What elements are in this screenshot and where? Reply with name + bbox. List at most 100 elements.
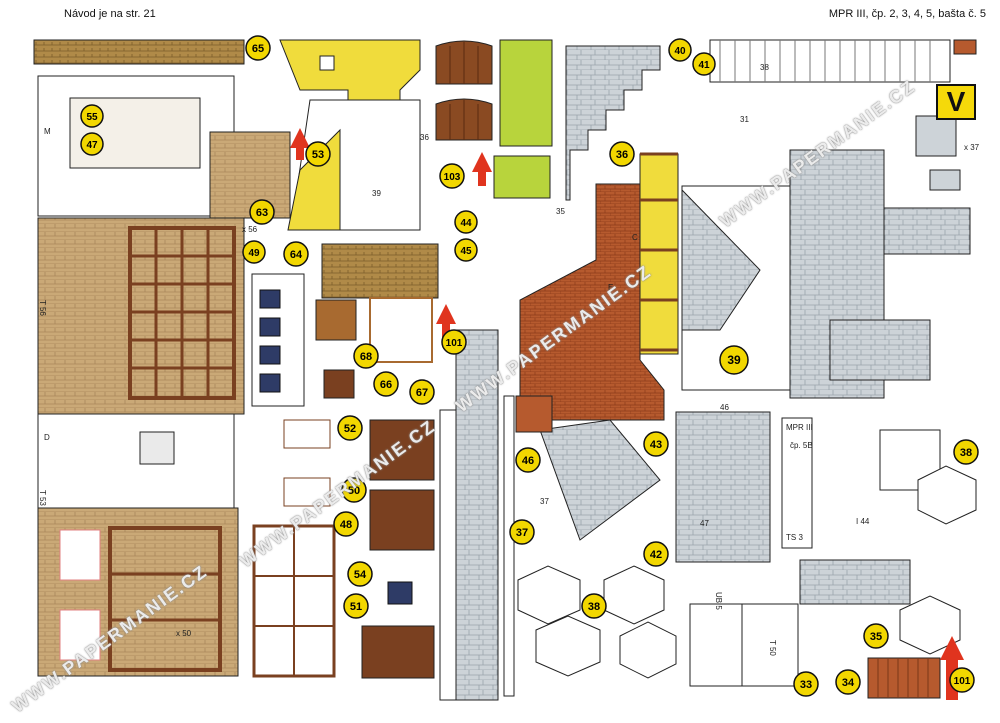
badge-36: 36 <box>609 141 635 167</box>
badge-48-label: 48 <box>340 519 352 531</box>
green-panels <box>493 39 553 199</box>
badge-41: 41 <box>692 52 716 76</box>
stone-wall-central <box>675 411 941 605</box>
badge-45: 45 <box>454 238 478 262</box>
label-ub5: UB 5 <box>714 592 723 610</box>
badge-103-label: 103 <box>444 172 461 183</box>
brick-tower <box>519 152 791 421</box>
badge-34-label: 34 <box>842 677 855 689</box>
octagonal-bastion-parts <box>515 395 977 679</box>
stone-wall-right <box>789 115 971 399</box>
badge-42: 42 <box>643 541 669 567</box>
badge-54: 54 <box>347 561 373 587</box>
badge-40: 40 <box>668 38 692 62</box>
label-ts3: TS 3 <box>786 533 803 542</box>
badge-48: 48 <box>333 511 359 537</box>
label-m: M <box>44 127 51 136</box>
label-d: D <box>44 433 50 442</box>
badge-38b-label: 38 <box>960 447 972 459</box>
badge-40-label: 40 <box>674 46 686 57</box>
label-e: E <box>608 283 613 292</box>
badge-64-label: 64 <box>290 249 303 261</box>
badge-49-label: 49 <box>248 248 260 259</box>
badge-42-label: 42 <box>650 549 662 561</box>
label-46: 46 <box>720 403 729 412</box>
label-i44: I 44 <box>856 517 870 526</box>
badge-50-label: 50 <box>348 485 360 497</box>
badge-45-label: 45 <box>460 246 472 257</box>
badge-44-label: 44 <box>460 218 472 229</box>
badge-52: 52 <box>337 415 363 441</box>
stone-staircase <box>565 39 977 201</box>
wooden-doors <box>435 40 493 141</box>
badge-35: 35 <box>863 623 889 649</box>
bottom-right-boxes <box>689 603 941 699</box>
badge-65: 65 <box>245 35 271 61</box>
badge-101-b: 101 <box>949 667 975 693</box>
label-x37: x 37 <box>964 143 980 152</box>
badge-101-a: 101 <box>441 329 467 355</box>
badge-66: 66 <box>373 371 399 397</box>
badge-67: 67 <box>409 379 435 405</box>
label-t50: T 50 <box>768 640 777 656</box>
roof-strip-top <box>33 39 245 65</box>
label-31: 31 <box>740 115 749 124</box>
badge-101b-label: 101 <box>954 676 971 687</box>
badge-54-label: 54 <box>354 569 367 581</box>
header-left-text: Návod je na str. 21 <box>64 8 156 20</box>
badge-38a-label: 38 <box>588 601 600 613</box>
label-36: 36 <box>420 133 429 142</box>
badge-55-label: 55 <box>86 112 98 123</box>
badge-37: 37 <box>509 519 535 545</box>
badge-38-b: 38 <box>953 439 979 465</box>
label-mpr: MPR III <box>786 423 813 432</box>
badge-63: 63 <box>249 199 275 225</box>
badge-50: 50 <box>341 477 367 503</box>
badge-33: 33 <box>793 671 819 697</box>
badge-39-label: 39 <box>727 353 741 367</box>
badge-66-label: 66 <box>380 379 392 391</box>
label-c: C <box>632 233 638 242</box>
badge-63-label: 63 <box>256 207 268 219</box>
badge-68: 68 <box>353 343 379 369</box>
label-t53: T 53 <box>38 490 47 506</box>
badge-41-label: 41 <box>698 60 710 71</box>
badge-51: 51 <box>343 593 369 619</box>
label-x56: x 56 <box>242 225 258 234</box>
badge-47: 47 <box>80 132 104 156</box>
label-x50: x 50 <box>176 629 192 638</box>
yellow-wall-panels <box>279 39 421 231</box>
badge-52-label: 52 <box>344 423 356 435</box>
badge-46-label: 46 <box>522 455 534 467</box>
badge-37-label: 37 <box>516 527 528 539</box>
badge-68-label: 68 <box>360 351 372 363</box>
windows-cluster <box>251 243 439 679</box>
label-35: 35 <box>556 207 565 216</box>
badge-34: 34 <box>835 669 861 695</box>
badge-65-label: 65 <box>252 43 264 55</box>
label-t56: T 56 <box>38 300 47 316</box>
badge-51-label: 51 <box>350 601 362 613</box>
label-38: 38 <box>760 63 769 72</box>
badge-101a-label: 101 <box>446 338 463 349</box>
label-37: 37 <box>540 497 549 506</box>
badge-35-label: 35 <box>870 631 882 643</box>
badge-53: 53 <box>305 141 331 167</box>
badge-67-label: 67 <box>416 387 428 399</box>
label-cp5b: čp. 5B <box>790 441 813 450</box>
badge-47-label: 47 <box>86 140 98 151</box>
badge-49: 49 <box>242 240 266 264</box>
sheet-dimension-labels: 39 T 56 T 53 36 M 37 38 D 47 31 46 35 I … <box>38 63 980 656</box>
badge-33-label: 33 <box>800 679 812 691</box>
badge-43-label: 43 <box>650 439 662 451</box>
part-number-badges: 65 55 47 53 103 63 49 64 44 45 101 68 66… <box>80 35 979 697</box>
badge-64: 64 <box>283 241 309 267</box>
badge-55: 55 <box>80 104 104 128</box>
badge-44: 44 <box>454 210 478 234</box>
label-47: 47 <box>700 519 709 528</box>
badge-36-label: 36 <box>616 149 628 161</box>
badge-103: 103 <box>439 163 465 189</box>
badge-38-a: 38 <box>581 593 607 619</box>
label-39: 39 <box>372 189 381 198</box>
badge-53-label: 53 <box>312 149 324 161</box>
